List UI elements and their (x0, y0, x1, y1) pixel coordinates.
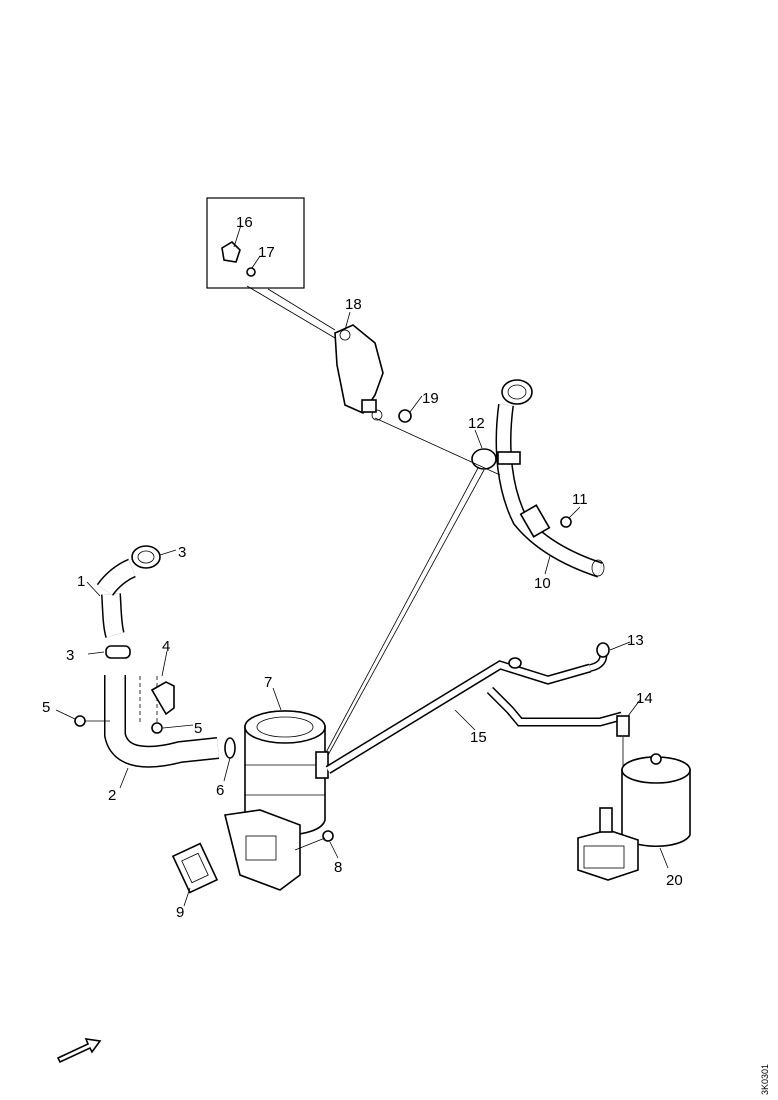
callout-12: 12 (468, 415, 485, 432)
inset-bracket-part (221, 240, 241, 263)
callout-17: 17 (258, 244, 275, 261)
callout-14: 14 (636, 690, 653, 707)
bolt-19-part (398, 409, 412, 423)
callout-18: 18 (345, 296, 362, 313)
callout-5a: 5 (42, 699, 50, 716)
bolt-11-part (560, 516, 572, 528)
callout-6: 6 (216, 782, 224, 799)
filter-7-part (171, 710, 334, 894)
callout-5b: 5 (194, 720, 202, 737)
pipe-10-part (471, 379, 605, 578)
bolt-8-part (322, 830, 334, 842)
connector-13-part (596, 642, 610, 658)
callout-19: 19 (422, 390, 439, 407)
bolt-5a-part (74, 715, 86, 727)
callout-16: 16 (236, 214, 253, 231)
callout-leaders (55, 311, 669, 907)
gasket-9-part (171, 842, 219, 894)
bracket-4-part (150, 681, 175, 716)
callout-1: 1 (77, 573, 85, 590)
bolt-5b-part (151, 722, 163, 734)
direction-arrow-icon (56, 1038, 102, 1064)
hose-2-part (74, 675, 236, 768)
callout-7: 7 (264, 674, 272, 691)
heater-20-part (577, 753, 691, 881)
connector-14-part (616, 715, 630, 737)
pipe-15-part (325, 642, 630, 780)
callout-2: 2 (108, 787, 116, 804)
clamp-12-part (471, 448, 497, 470)
bracket-18-part (334, 324, 412, 423)
connector-3-part (105, 645, 131, 659)
callout-3: 3 (178, 544, 186, 561)
callout-4: 4 (162, 638, 170, 655)
callout-15: 15 (470, 729, 487, 746)
callout-8: 8 (334, 859, 342, 876)
callout-20: 20 (666, 872, 683, 889)
reference-code: 3K0301 (760, 1064, 770, 1095)
callout-13: 13 (627, 632, 644, 649)
callout-3b: 3 (66, 647, 74, 664)
hose-1-part (96, 545, 161, 659)
inset-bolt-part (246, 267, 256, 277)
callout-9: 9 (176, 904, 184, 921)
clamp-3-part (131, 545, 161, 569)
callout-11: 11 (572, 491, 588, 508)
detail-inset (206, 197, 336, 339)
callout-10: 10 (534, 575, 551, 592)
